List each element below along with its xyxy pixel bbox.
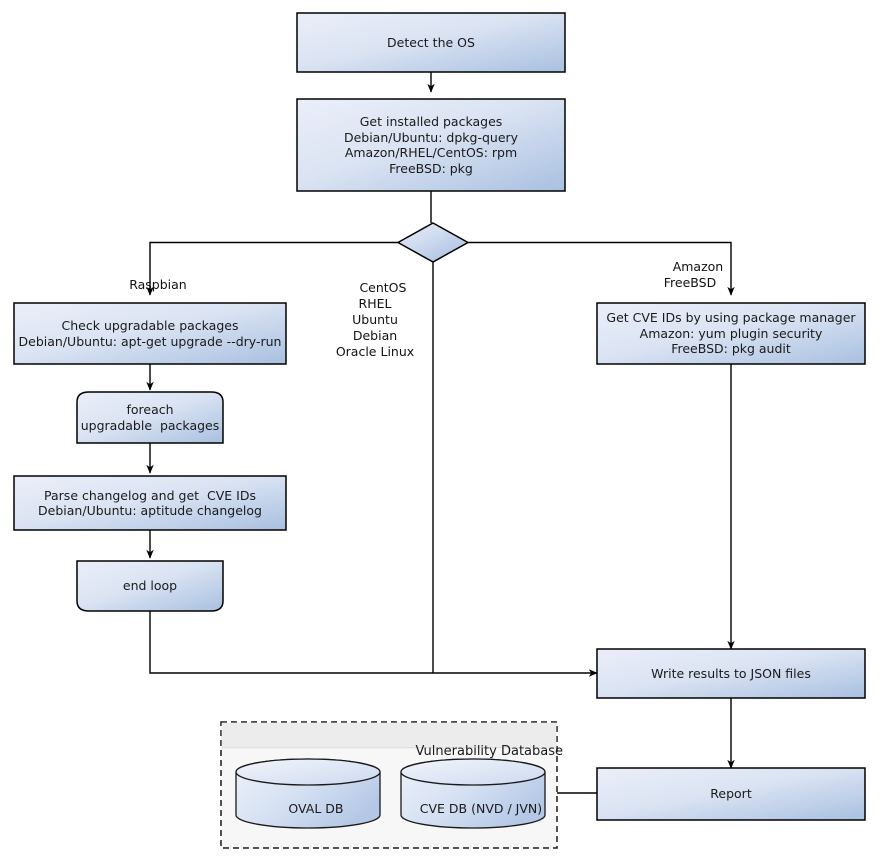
- node-check-upgradable-shape: [13, 302, 287, 365]
- node-end-loop-shape: [76, 560, 224, 612]
- oval-db-text: OVAL DB: [288, 801, 344, 816]
- oval-db-cylinder: [235, 758, 381, 829]
- node-write-results-shape: [596, 648, 866, 699]
- group-title-text: Vulnerability Database: [415, 744, 563, 759]
- node-report-shape: [596, 767, 866, 821]
- amazon-freebsd-text: Amazon FreeBSD: [663, 259, 724, 290]
- edge-decision-right: [468, 241, 735, 296]
- node-parse-changelog-shape: [13, 475, 287, 531]
- cve-db-text: CVE DB (NVD / JVN): [419, 801, 543, 816]
- node-get-cve-ids-shape: [596, 302, 866, 365]
- oval-db-label: OVAL DB: [236, 786, 380, 831]
- edge-label-amazon-freebsd: Amazon FreeBSD: [630, 243, 750, 307]
- node-foreach-shape: [76, 391, 224, 444]
- raspbian-text: Raspbian: [129, 277, 187, 292]
- node-detect-os-shape: [296, 12, 566, 73]
- cve-db-cylinder: [400, 758, 546, 829]
- cve-db-label: CVE DB (NVD / JVN): [401, 786, 545, 831]
- vulnerability-database-title: Vulnerability Database: [228, 726, 563, 777]
- edge-label-middle: CentOS RHEL Ubuntu Debian Oracle Linux: [315, 264, 435, 376]
- edge-endloop-to-write: [149, 611, 598, 677]
- node-decision-shape: [396, 222, 470, 263]
- node-get-installed-packages-shape: [296, 98, 566, 192]
- edge-decision-left: [146, 241, 398, 296]
- edge-label-raspbian: Raspbian: [70, 261, 230, 309]
- middle-text: CentOS RHEL Ubuntu Debian Oracle Linux: [335, 280, 415, 359]
